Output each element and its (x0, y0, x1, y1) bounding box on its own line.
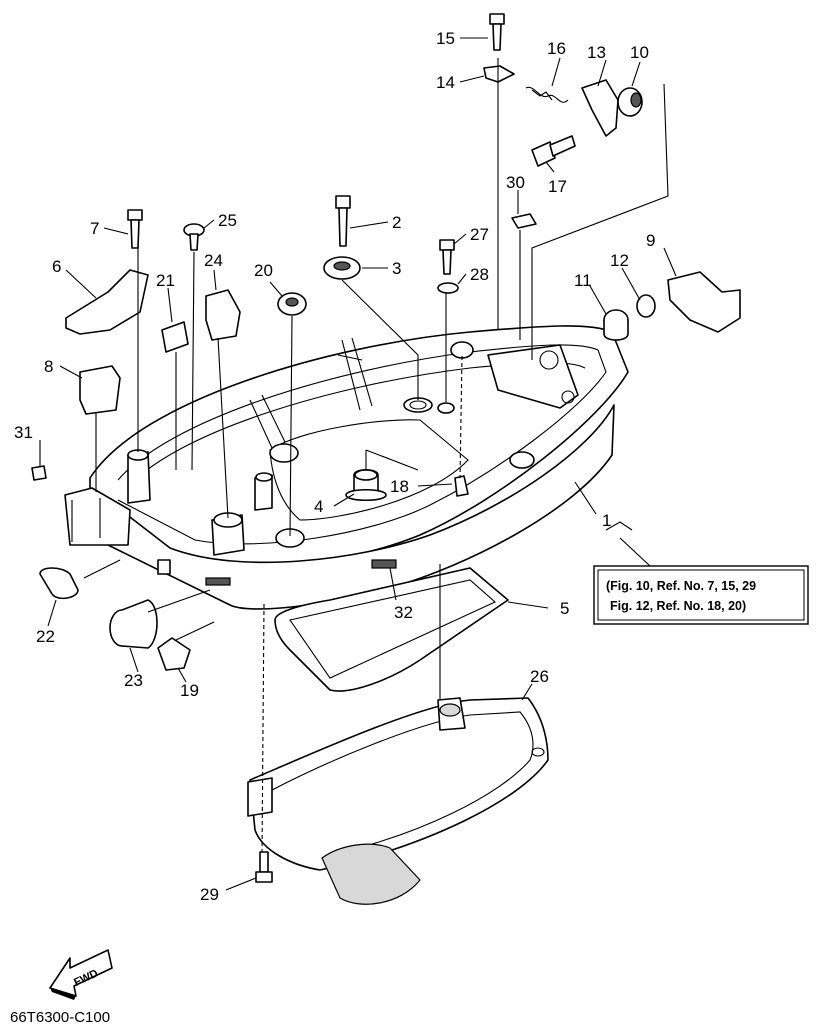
part-13-lever (581, 79, 619, 137)
callout-4: 4 (314, 497, 323, 516)
part-20-grommet (277, 292, 307, 316)
callout-2: 2 (392, 213, 401, 232)
part-12-washer (636, 294, 656, 318)
leader-lines (39, 37, 690, 891)
part-28-washer (437, 282, 459, 294)
part-30-label (511, 213, 537, 229)
callout-21: 21 (156, 271, 175, 290)
part-18-fastener (454, 475, 469, 497)
callout-labels: 15 14 16 13 10 17 30 9 12 11 7 6 8 25 21… (14, 29, 655, 904)
callout-14: 14 (436, 73, 455, 92)
part-27-bolt (439, 239, 455, 275)
callout-32: 32 (394, 603, 413, 622)
part-15-bolt (489, 13, 505, 51)
part-25-rivet (183, 223, 205, 251)
callout-11: 11 (574, 271, 592, 290)
callout-28: 28 (470, 265, 489, 284)
callout-15: 15 (436, 29, 455, 48)
seal (274, 567, 509, 692)
callout-31: 31 (14, 423, 33, 442)
callout-3: 3 (392, 259, 401, 278)
callout-9: 9 (646, 231, 655, 250)
callout-5: 5 (560, 599, 569, 618)
part-23-grommet (109, 599, 158, 649)
callout-6: 6 (52, 257, 61, 276)
callout-17: 17 (548, 177, 567, 196)
lower-shield (247, 697, 549, 905)
part-17-screw (531, 135, 576, 167)
callout-12: 12 (610, 251, 629, 270)
callout-8: 8 (44, 357, 53, 376)
part-3-grommet (323, 256, 361, 280)
part-14-clip (483, 65, 515, 83)
callout-16: 16 (547, 39, 566, 58)
callout-18: 18 (390, 477, 409, 496)
callout-29: 29 (200, 885, 219, 904)
forward-arrow-icon: FWD (49, 949, 113, 1000)
part-29-bolt (255, 851, 273, 883)
callout-24: 24 (204, 251, 223, 270)
reference-note-line1: (Fig. 10, Ref. No. 7, 15, 29 (606, 579, 756, 593)
reference-note-box: (Fig. 10, Ref. No. 7, 15, 29 Fig. 12, Re… (593, 565, 809, 625)
callout-10: 10 (630, 43, 649, 62)
part-31-label (31, 465, 47, 481)
part-11-grommet (603, 309, 629, 341)
part-7-bolt (127, 209, 143, 249)
part-16-spring (525, 86, 569, 103)
callout-22: 22 (36, 627, 55, 646)
part-9-handle (667, 271, 741, 333)
part-19-plate (157, 637, 191, 671)
reference-note-line2: Fig. 12, Ref. No. 18, 20) (610, 599, 746, 613)
bottom-cowling (64, 325, 629, 610)
part-10-grommet (617, 87, 643, 117)
part-21-cushion (161, 321, 189, 353)
part-2-bolt (335, 195, 351, 247)
part-22-clip (39, 567, 79, 600)
part-24-holder (205, 289, 241, 341)
callout-20: 20 (254, 261, 273, 280)
callout-19: 19 (180, 681, 199, 700)
callout-7: 7 (90, 219, 99, 238)
part-6-bracket (65, 269, 149, 335)
callout-13: 13 (587, 43, 606, 62)
callout-30: 30 (506, 173, 525, 192)
callout-23: 23 (124, 671, 143, 690)
part-8-pad (79, 365, 121, 415)
callout-27: 27 (470, 225, 489, 244)
callout-1: 1 (602, 511, 611, 530)
callout-25: 25 (218, 211, 237, 230)
callout-26: 26 (530, 667, 549, 686)
drawing-code: 66T6300-C100 (10, 1009, 110, 1026)
